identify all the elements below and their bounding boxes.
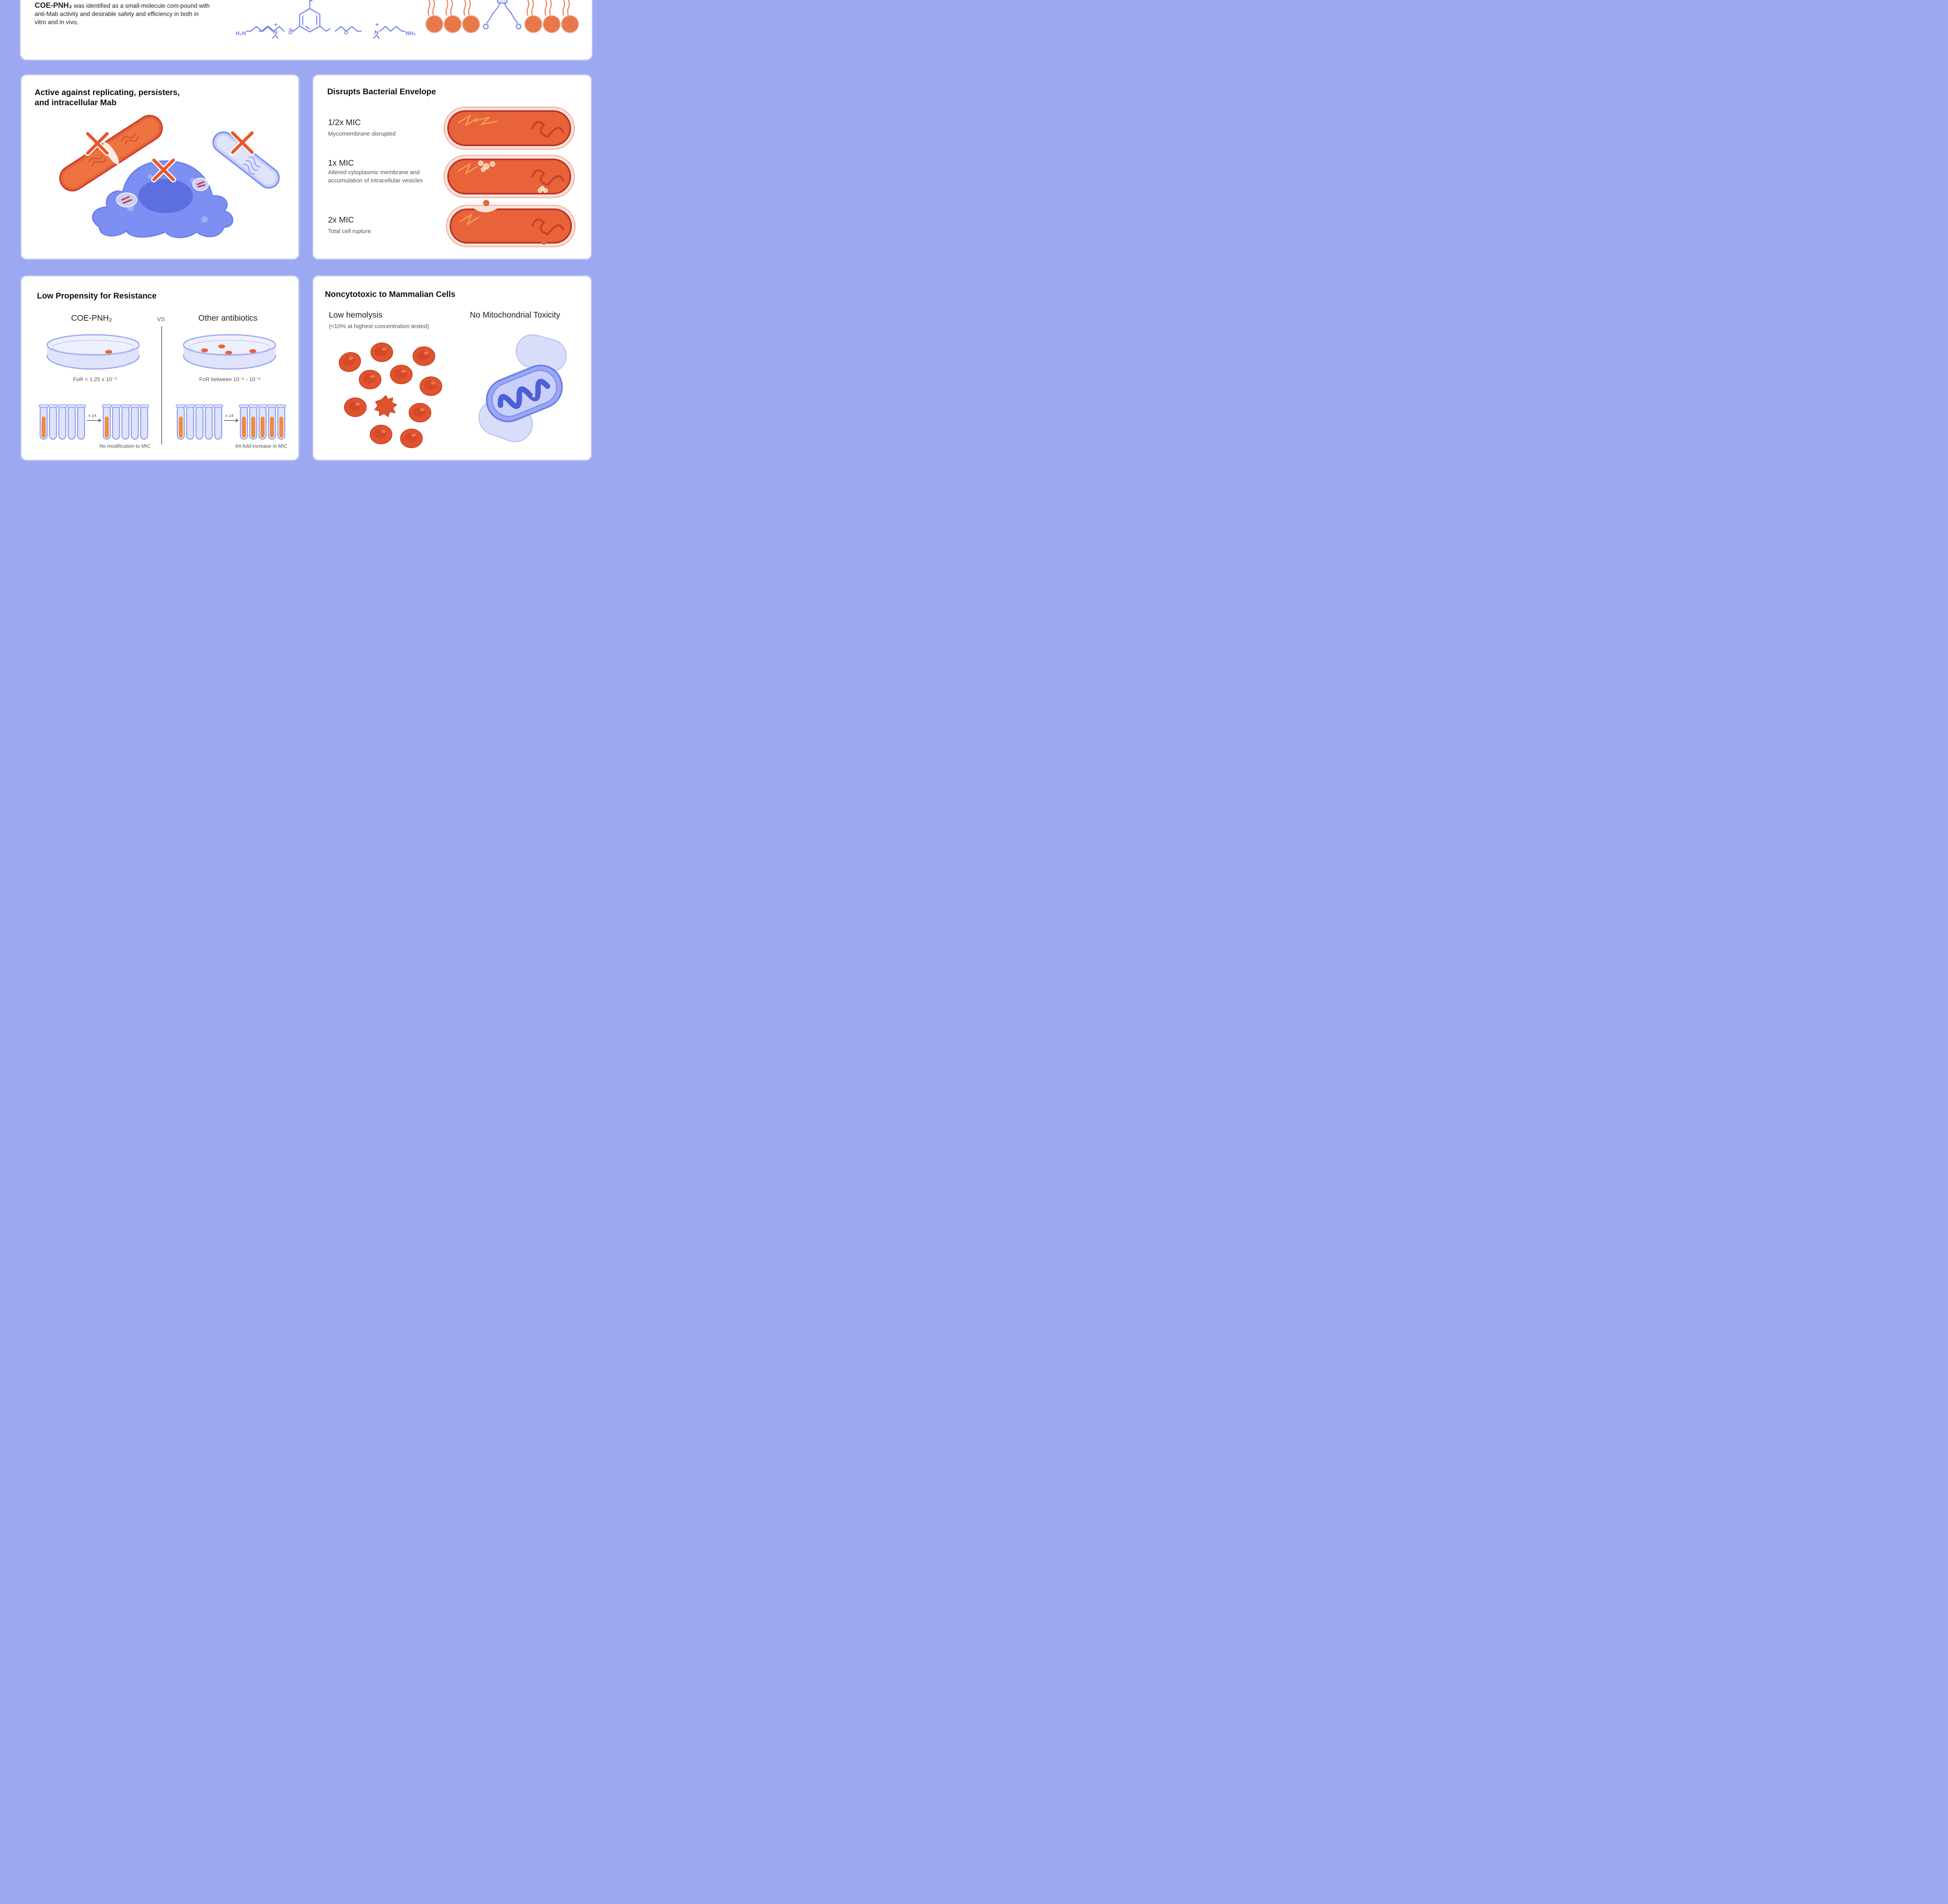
- panel-bacterial-envelope: Disrupts Bacterial Envelope 1/2x MIC Myc…: [312, 74, 592, 260]
- mic-1x-label: 1x MIC: [328, 159, 354, 168]
- tubes-left-icon: [38, 404, 150, 440]
- petri-dish-right-icon: [183, 334, 276, 370]
- left-for-text: FoR < 1.25 x 10⁻⁹: [73, 376, 117, 382]
- compound-label: COE-PNH₂: [71, 314, 112, 323]
- mic-1x-desc: Altered cytoplasmic membrane and accumul…: [328, 169, 423, 184]
- other-antibiotics-label: Other antibiotics: [198, 314, 258, 323]
- molecule-n-left: N: [273, 29, 277, 36]
- vs-label: VS: [157, 316, 165, 323]
- molecule-plus-right: +: [375, 21, 379, 28]
- molecule-plus-left: +: [274, 21, 277, 28]
- right-passage-label: x 14: [225, 413, 234, 418]
- mitochondria-icon: [478, 334, 567, 443]
- noncyto-title: Noncytotoxic to Mammalian Cells: [325, 290, 455, 299]
- mic-2x-label: 2x MIC: [328, 215, 354, 224]
- left-result-text: No modification to MIC: [99, 443, 151, 449]
- left-passage-label: x 14: [88, 413, 97, 418]
- hemolysis-note: (<10% at highest concentration tested): [329, 323, 429, 330]
- compound-name: COE-PNH₂: [35, 2, 72, 10]
- panel-resistance: Low Propensity for Resistance COE-PNH₂ V…: [20, 275, 300, 461]
- divider-line: [161, 326, 162, 445]
- panel-active-against: Active against replicating, persisters, …: [20, 74, 300, 260]
- molecule-structure-icon: H₂N N + O O N + NH₂: [236, 0, 416, 39]
- bacteria-envelope-stages-icon: [443, 106, 576, 247]
- right-for-text: FoR between 10⁻⁵ - 10⁻⁸: [199, 376, 261, 382]
- mito-label: No Mitochondrial Toxicity: [470, 311, 560, 320]
- resistance-title: Low Propensity for Resistance: [37, 291, 157, 300]
- tubes-right-icon: [175, 404, 287, 440]
- mic-half-label: 1/2x MIC: [328, 118, 361, 127]
- mic-2x-desc: Total cell rupture: [328, 228, 371, 235]
- panel-noncytotoxic: Noncytotoxic to Mammalian Cells Low hemo…: [312, 275, 592, 461]
- molecule-nh2: NH₂: [406, 30, 416, 36]
- intro-text: COE-PNH₂ was identified as a small-molec…: [35, 2, 210, 26]
- active-title: Active against replicating, persisters, …: [35, 88, 180, 107]
- mic-half-desc: Mycomembrane disrupted: [328, 131, 396, 137]
- molecule-o-left: O: [288, 29, 293, 35]
- envelope-title: Disrupts Bacterial Envelope: [327, 87, 436, 96]
- top-panel: COE-PNH₂ was identified as a small-molec…: [19, 0, 593, 61]
- molecule-o-right: O: [344, 29, 348, 35]
- red-blood-cells-icon: [336, 343, 442, 448]
- membrane-illustration-icon: [425, 0, 579, 33]
- molecule-h2n: H₂N: [236, 30, 246, 36]
- bacteria-macrophage-illustration-icon: [59, 115, 280, 238]
- petri-dish-left-icon: [46, 334, 140, 370]
- right-result-text: 64-fold increase in MIC: [235, 443, 288, 449]
- hemolysis-label: Low hemolysis: [329, 311, 383, 320]
- molecule-n-right: N: [374, 29, 379, 36]
